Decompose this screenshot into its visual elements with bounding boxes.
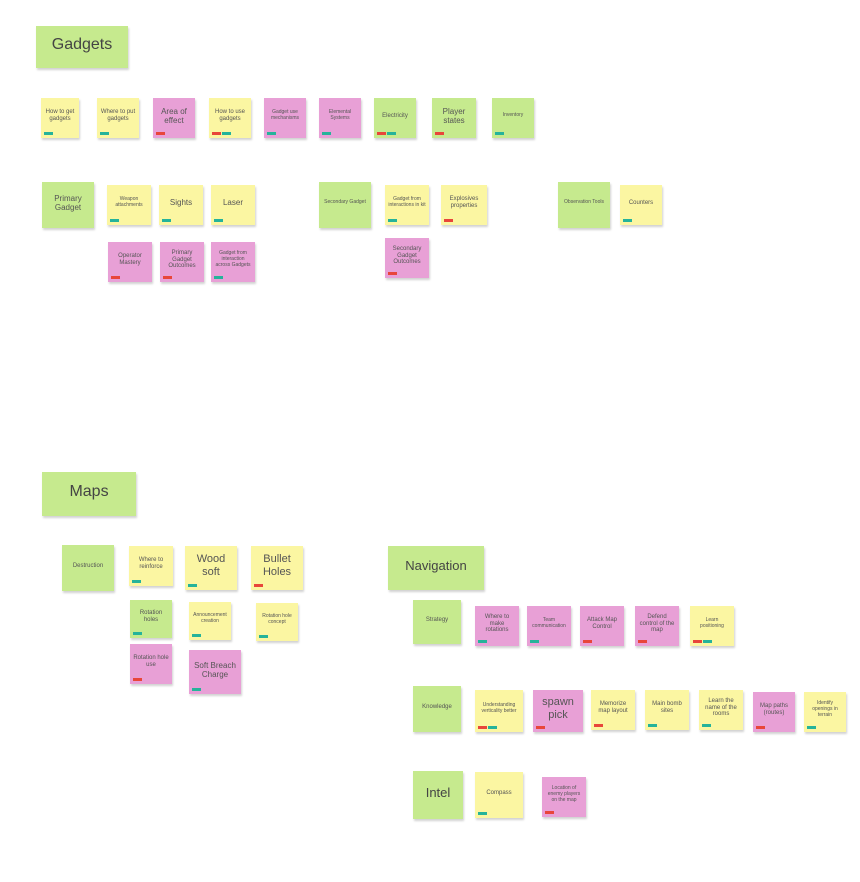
section-header-navigation[interactable]: Navigation — [388, 546, 484, 590]
sticky-note[interactable]: Rotation holes — [130, 600, 172, 638]
sticky-note[interactable]: Defend control of the map — [635, 606, 679, 646]
sticky-note[interactable]: Wood soft — [185, 546, 237, 590]
sticky-note[interactable]: Primary Gadget — [42, 182, 94, 228]
sticky-note[interactable]: Where to make rotations — [475, 606, 519, 646]
sticky-note[interactable]: Where to put gadgets — [97, 98, 139, 138]
sticky-note[interactable]: Explosives properties — [441, 185, 487, 225]
sticky-note[interactable]: Learn the name of the rooms — [699, 690, 743, 730]
sticky-note[interactable]: Elemental Systems — [319, 98, 361, 138]
section-header-maps[interactable]: Maps — [42, 472, 136, 516]
sticky-note[interactable]: Sights — [159, 185, 203, 225]
sticky-note[interactable]: Understanding verticality better — [475, 690, 523, 732]
sticky-note[interactable]: Player states — [432, 98, 476, 138]
sticky-note[interactable]: Location of enemy players on the map — [542, 777, 586, 817]
sticky-note[interactable]: Intel — [413, 771, 463, 819]
sticky-note[interactable]: Learn positioning — [690, 606, 734, 646]
section-title: Navigation — [405, 557, 467, 573]
sticky-note[interactable]: spawn pick — [533, 690, 583, 732]
section-title: Gadgets — [51, 35, 113, 53]
sticky-note[interactable]: Counters — [620, 185, 662, 225]
section-header-gadgets[interactable]: Gadgets — [36, 26, 128, 68]
sticky-note[interactable]: Gadget from interaction across Gadgets — [211, 242, 255, 282]
section-title: Maps — [69, 482, 109, 500]
sticky-note[interactable]: How to get gadgets — [41, 98, 79, 138]
sticky-note[interactable]: Gadget use mechanisms — [264, 98, 306, 138]
sticky-note[interactable]: Memorize map layout — [591, 690, 635, 730]
sticky-note[interactable]: Rotation hole concept — [256, 603, 298, 641]
sticky-note[interactable]: Inventory — [492, 98, 534, 138]
sticky-note[interactable]: Operator Mastery — [108, 242, 152, 282]
sticky-note[interactable]: Observation Tools — [558, 182, 610, 228]
sticky-note[interactable]: Electricity — [374, 98, 416, 138]
sticky-note[interactable]: Bullet Holes — [251, 546, 303, 590]
sticky-note[interactable]: Identify openings in terrain — [804, 692, 846, 732]
sticky-note[interactable]: Map paths (routes) — [753, 692, 795, 732]
sticky-note[interactable]: Secondary Gadget — [319, 182, 371, 228]
sticky-note[interactable]: Primary Gadget Outcomes — [160, 242, 204, 282]
sticky-note[interactable]: Main bomb sites — [645, 690, 689, 730]
sticky-note[interactable]: Secondary Gadget Outcomes — [385, 238, 429, 278]
sticky-note[interactable]: Laser — [211, 185, 255, 225]
sticky-note[interactable]: How to use gadgets — [209, 98, 251, 138]
sticky-note[interactable]: Strategy — [413, 600, 461, 644]
sticky-note[interactable]: Compass — [475, 772, 523, 818]
sticky-note[interactable]: Announcement creation — [189, 602, 231, 640]
sticky-note[interactable]: Soft Breach Charge — [189, 650, 241, 694]
sticky-note[interactable]: Where to reinforce — [129, 546, 173, 586]
sticky-note[interactable]: Team communication — [527, 606, 571, 646]
sticky-note[interactable]: Attack Map Control — [580, 606, 624, 646]
sticky-note[interactable]: Rotation hole use — [130, 644, 172, 684]
sticky-note[interactable]: Destruction — [62, 545, 114, 591]
sticky-note[interactable]: Knowledge — [413, 686, 461, 732]
sticky-note[interactable]: Weapon attachments — [107, 185, 151, 225]
sticky-note[interactable]: Area of effect — [153, 98, 195, 138]
sticky-note[interactable]: Gadget from interactions in kit — [385, 185, 429, 225]
